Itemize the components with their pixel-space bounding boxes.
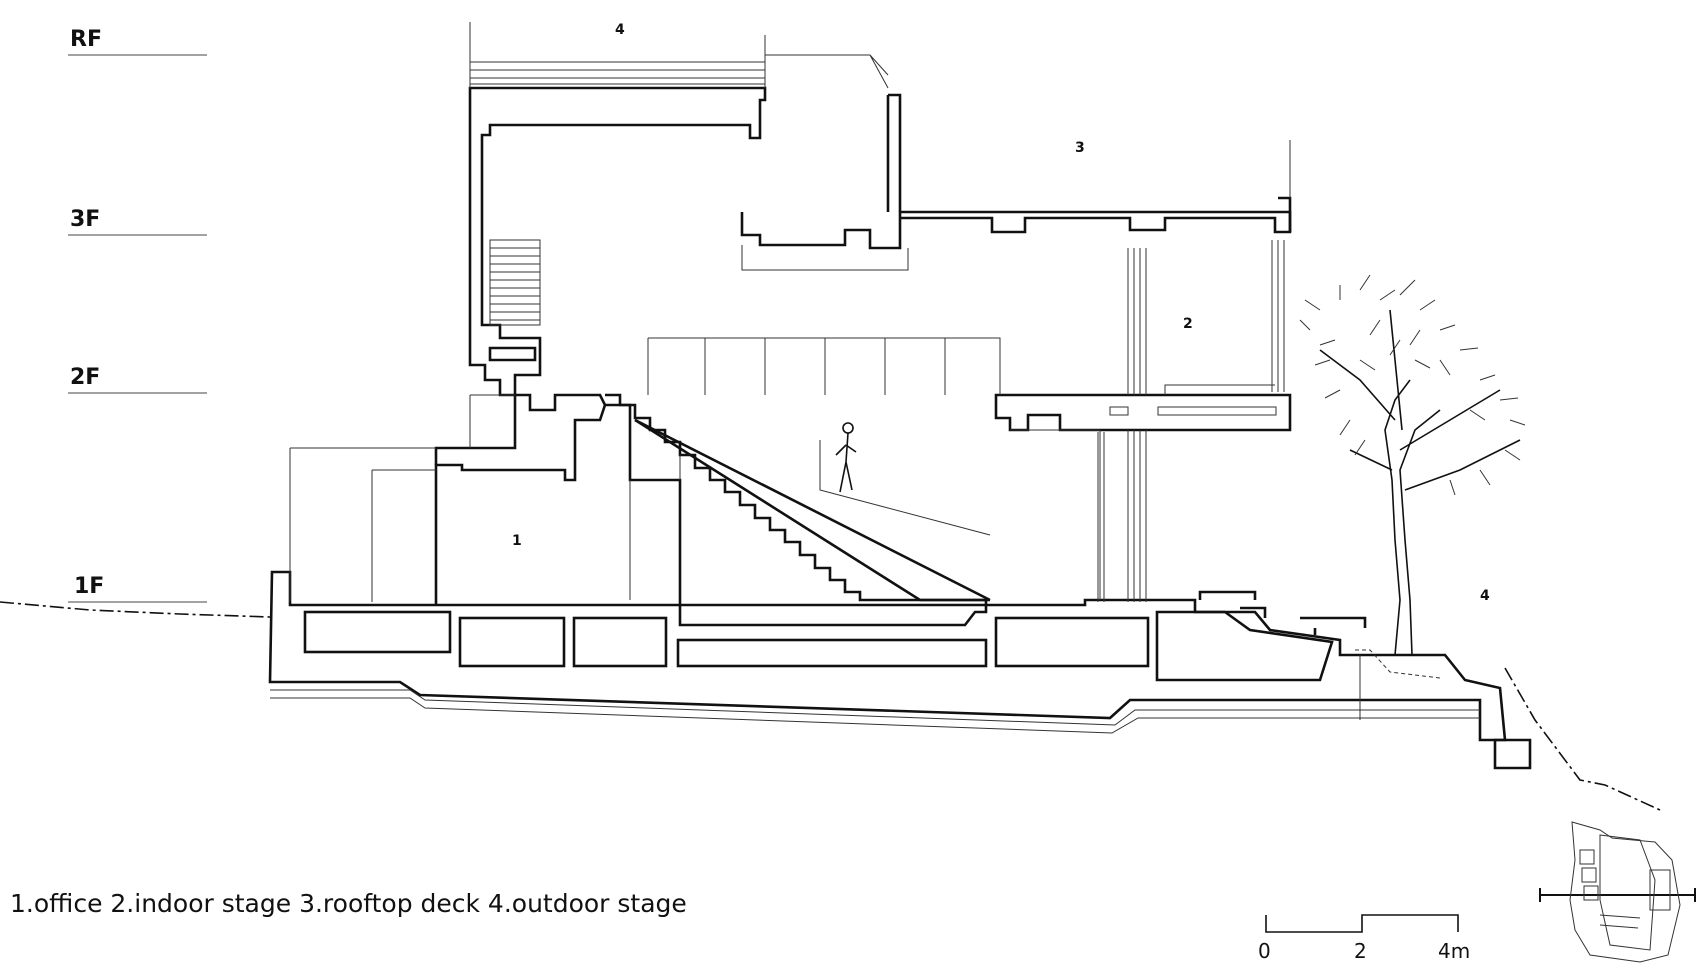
- foundation-base-line: [270, 689, 1480, 726]
- glazing-lower: [1097, 430, 1147, 602]
- human-figure: [835, 422, 857, 493]
- main-staircase: [605, 393, 990, 602]
- floor-level-markers: RF 3F 2F 1F: [68, 27, 207, 603]
- scale-bar: 0 2 4m: [1258, 914, 1470, 963]
- scale-tick-4m: 4m: [1438, 939, 1470, 963]
- terrain-right: [1504, 667, 1661, 811]
- room-tag-rooftop-deck: 3: [1075, 140, 1085, 156]
- level-label-rf: RF: [70, 27, 102, 52]
- slab-opening-2: [1157, 406, 1277, 416]
- parapet-right: [886, 93, 902, 212]
- context-lines: [289, 54, 1275, 602]
- roof-slab: [740, 210, 1292, 250]
- room-tag-outdoor-stage-ground: 4: [1480, 588, 1490, 604]
- glazing-upper: [1127, 248, 1147, 395]
- tower-niche: [488, 346, 537, 362]
- stair-underside: [634, 418, 991, 602]
- dashed-step-line: [1355, 649, 1441, 679]
- void-1: [303, 610, 452, 654]
- glazing-right: [1271, 240, 1285, 392]
- room-tag-office: 1: [512, 533, 522, 549]
- void-3: [572, 616, 668, 668]
- room-tags: 1 2 3 4 4: [512, 22, 1490, 604]
- foundation-slab: [268, 570, 1507, 742]
- foundation-base-line-2: [270, 697, 1480, 734]
- right-parapet: [1278, 196, 1292, 232]
- second-floor-slab: [994, 393, 1292, 432]
- tower-stair: [489, 239, 541, 326]
- scale-tick-0: 0: [1258, 939, 1271, 963]
- void-2: [458, 616, 566, 668]
- stair-handrail: [819, 440, 991, 536]
- level-label-1f: 1F: [74, 574, 104, 599]
- terrain-lines: [0, 601, 1661, 811]
- room-tag-indoor-stage: 2: [1183, 316, 1193, 332]
- key-plan: [1539, 821, 1696, 963]
- level-label-2f: 2F: [70, 365, 100, 390]
- building-structure: [268, 22, 1532, 770]
- terrain-left: [0, 601, 271, 618]
- level-label-3f: 3F: [70, 207, 100, 232]
- tree: [1299, 274, 1526, 656]
- footing: [1493, 738, 1532, 770]
- roof-railing: [469, 22, 1291, 198]
- step-walls: [434, 393, 607, 465]
- void-5: [994, 616, 1150, 668]
- void-4: [676, 638, 988, 668]
- slab-opening-1: [1109, 406, 1129, 416]
- legend-text: 1.office 2.indoor stage 3.rooftop deck 4…: [10, 889, 687, 918]
- scale-tick-2: 2: [1354, 939, 1367, 963]
- void-6: [1155, 610, 1334, 682]
- lower-walls: [434, 403, 988, 627]
- room-tag-outdoor-stage-roof: 4: [615, 22, 625, 38]
- exterior-steps: [1198, 590, 1367, 635]
